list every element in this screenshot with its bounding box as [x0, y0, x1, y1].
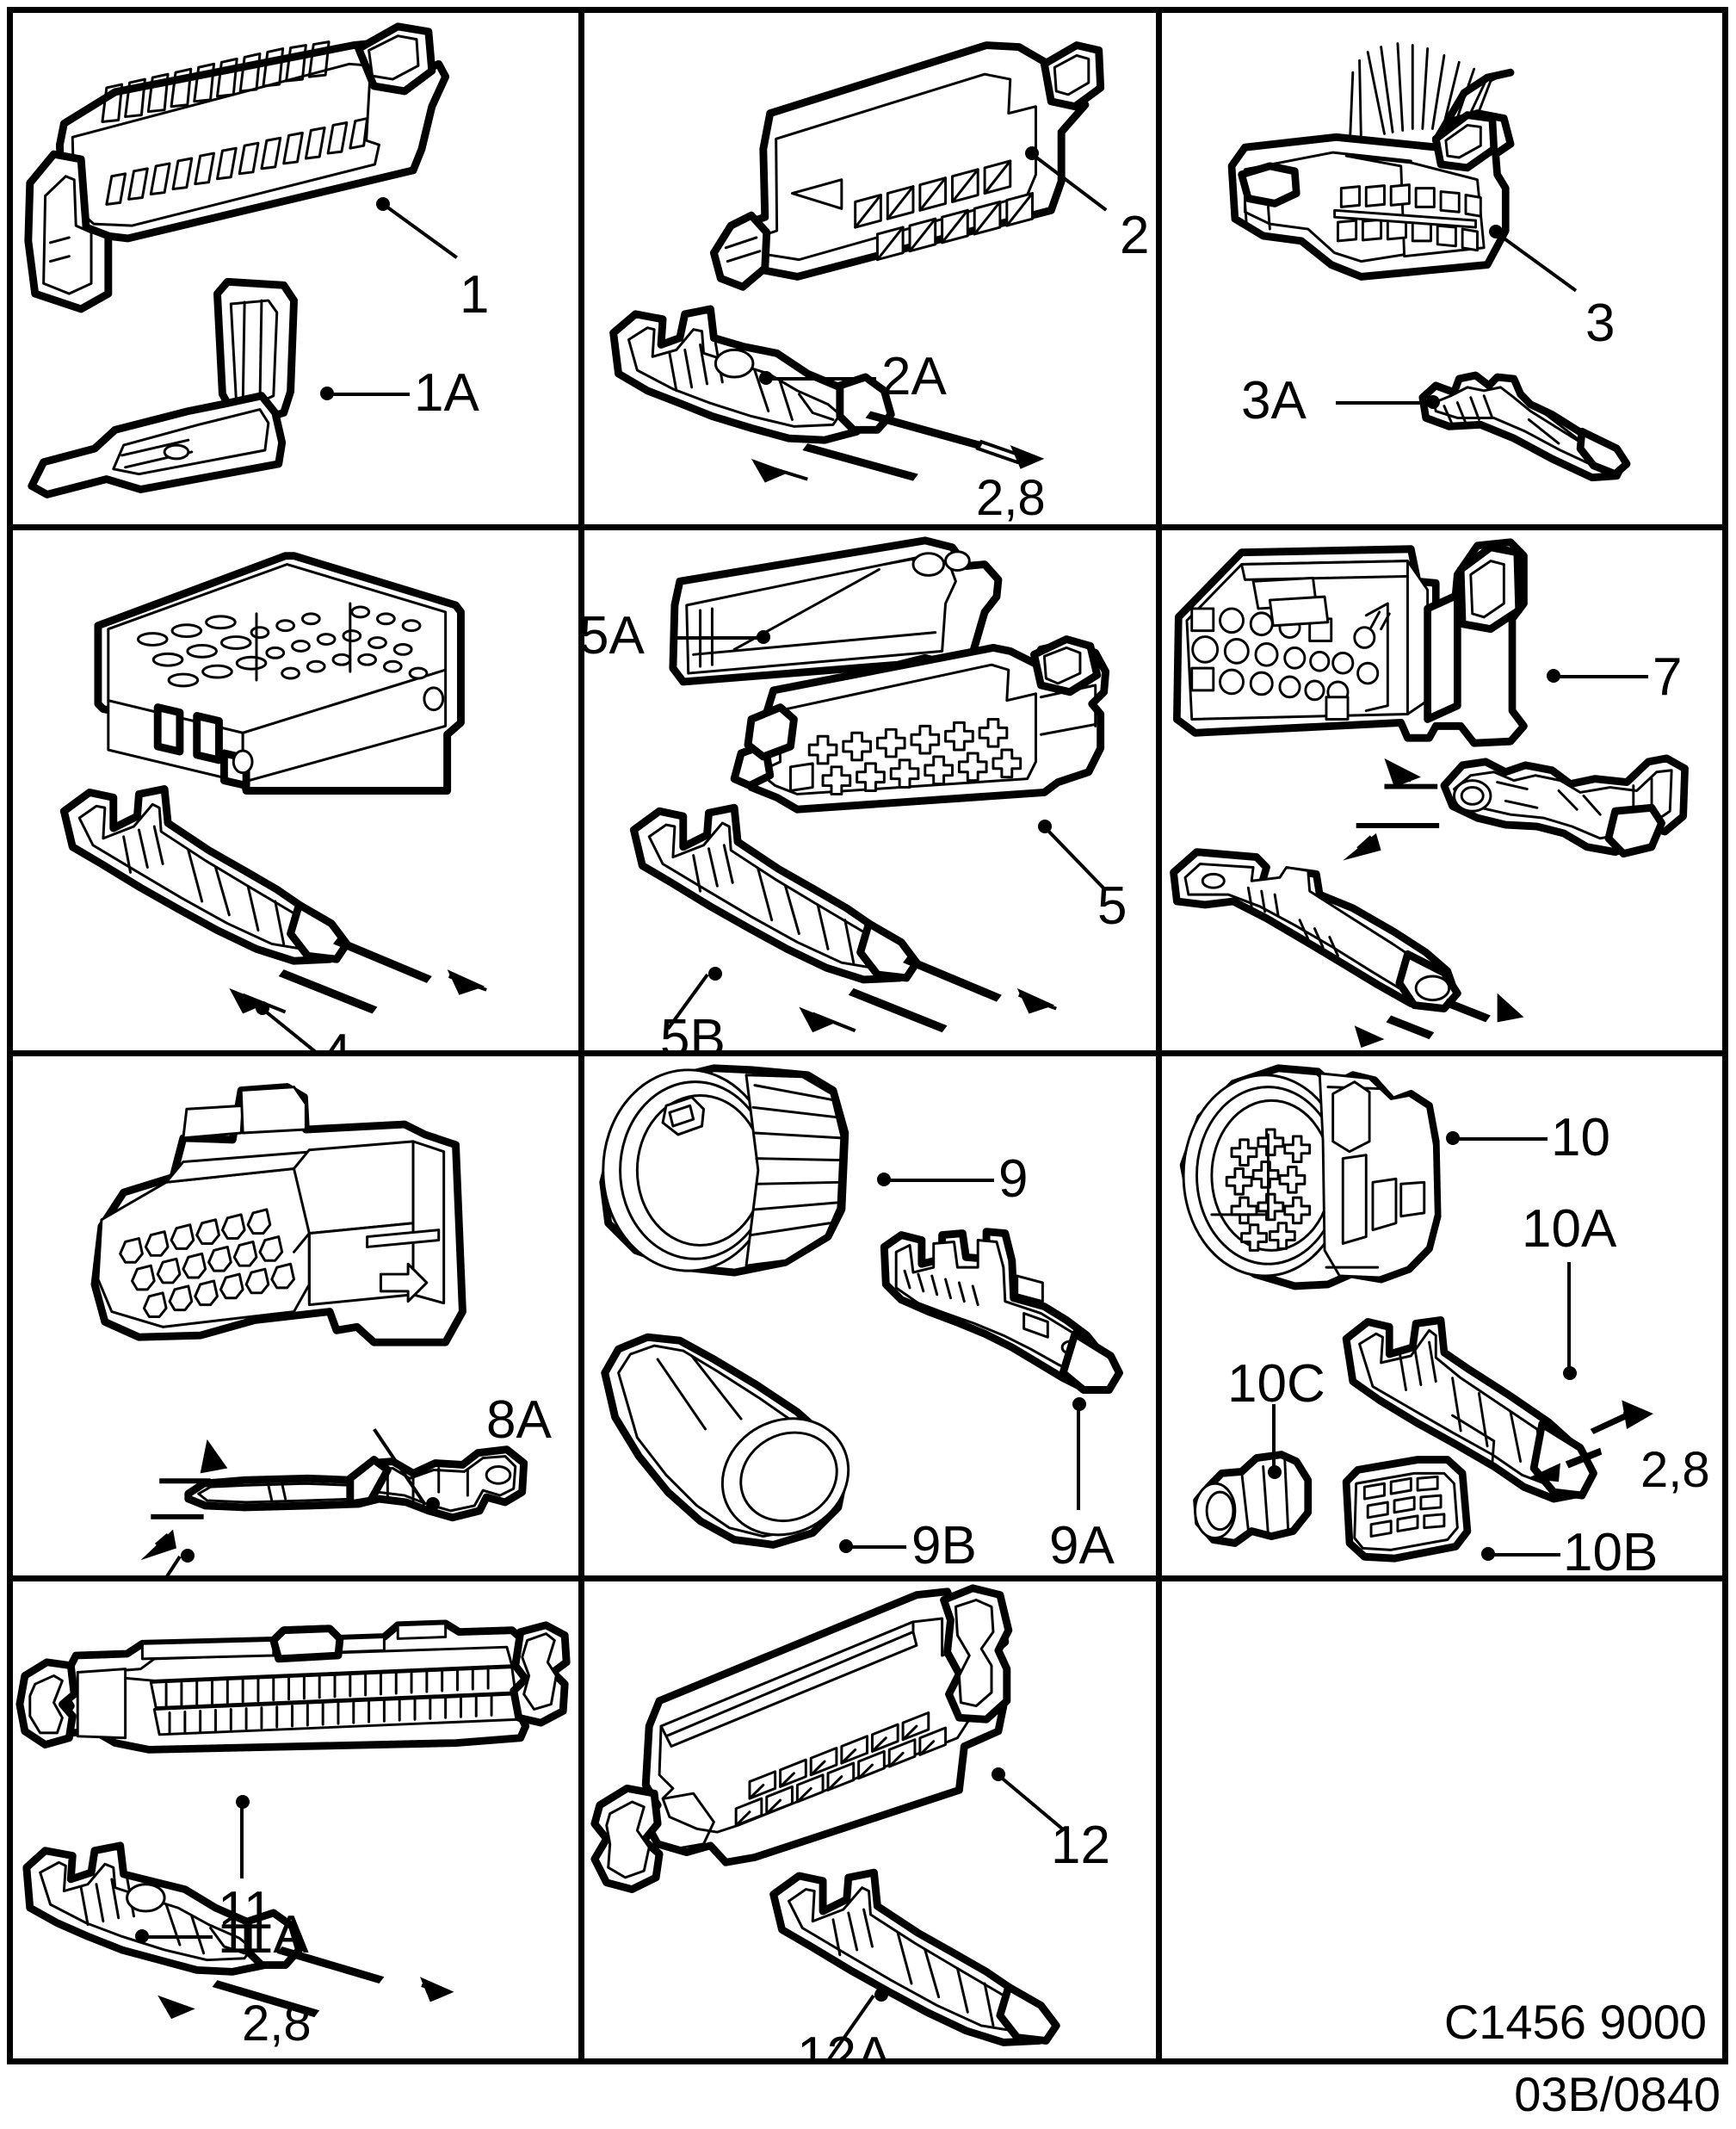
callout-2a: 2A: [881, 347, 947, 406]
dimension-2-8: 2,8: [1640, 1442, 1710, 1498]
connector-10-artwork: [1162, 1056, 1722, 1575]
callout-11: 11: [218, 1881, 274, 1940]
connector-3-artwork: [1162, 13, 1722, 524]
connector-1-artwork: [13, 13, 578, 524]
callout-10a: 10A: [1522, 1199, 1617, 1259]
leader-line-8: [135, 1555, 182, 1575]
callout-5a: 5A: [584, 606, 645, 665]
diagram-cell-7: 7 3,5 7B 7A 1,7: [1162, 530, 1722, 1056]
leader-line-8a: [373, 1428, 427, 1507]
diagram-cell-2: 2 2A 2,8: [584, 13, 1162, 530]
connector-9-artwork: [584, 1056, 1156, 1575]
diagram-cell-3: 3 3A: [1162, 13, 1722, 530]
leader-line-10c: [1272, 1404, 1276, 1473]
leader-line-11: [240, 1803, 244, 1878]
callout-8a: 8A: [486, 1390, 552, 1450]
leader-dot-9a: [1072, 1397, 1086, 1411]
footer-code: C1456 9000: [1443, 1995, 1707, 2049]
leader-line-10a: [1567, 1262, 1571, 1374]
leader-line-10b: [1488, 1553, 1560, 1557]
leader-dot-5a: [757, 630, 770, 644]
callout-7: 7: [1653, 647, 1683, 707]
callout-3: 3: [1585, 294, 1616, 353]
leader-line-3: [1494, 231, 1578, 293]
callout-9a: 9A: [1049, 1516, 1115, 1575]
dimension-2-8: 2,8: [976, 470, 1046, 526]
callout-1a: 1A: [414, 363, 479, 423]
callout-3a: 3A: [1241, 371, 1307, 430]
callout-1: 1: [460, 265, 490, 325]
connector-4-artwork: [13, 530, 578, 1050]
connector-8-artwork: [13, 1056, 578, 1575]
footer-ref: 03B/0840: [1514, 2067, 1721, 2121]
callout-4: 4: [322, 1024, 352, 1056]
leader-dot-8a: [426, 1497, 440, 1511]
callout-9: 9: [998, 1149, 1029, 1209]
connector-2-artwork: [584, 13, 1156, 524]
dimension-1-6: 1,6: [46, 1569, 115, 1576]
diagram-cell-9: 9 9B 9A: [584, 1056, 1162, 1581]
callout-5: 5: [1097, 876, 1127, 936]
leader-line-4: [261, 1007, 328, 1050]
dimension-2-8: 2,8: [242, 1996, 312, 2052]
diagram-cell-12: 12 12A: [584, 1581, 1162, 2058]
leader-line-3a: [1336, 401, 1429, 405]
callout-5b: 5B: [660, 1009, 726, 1056]
connector-7-artwork: [1162, 530, 1722, 1050]
diagram-cell-4: 4 4A 2,8: [13, 530, 584, 1056]
callout-2: 2: [1120, 206, 1150, 265]
leader-dot-3a: [1426, 395, 1440, 409]
leader-line-10: [1453, 1137, 1548, 1141]
leader-dot-11: [236, 1795, 250, 1809]
leader-dot-5b: [708, 967, 722, 981]
connector-5-artwork: [584, 530, 1156, 1050]
callout-10: 10: [1551, 1108, 1610, 1167]
diagram-cell-5: 5A 5 5B 2,8: [584, 530, 1162, 1056]
leader-dot-12a: [874, 1988, 888, 2002]
leader-line-7: [1554, 675, 1648, 678]
callout-10b: 10B: [1563, 1523, 1659, 1581]
callout-12: 12: [1051, 1816, 1110, 1875]
diagram-cell-1: 1 1A: [13, 13, 584, 530]
diagram-grid: 1 1A: [7, 7, 1728, 2064]
leader-dot-8: [181, 1549, 195, 1563]
leader-line-2a: [766, 377, 876, 381]
callout-11a: 11A: [218, 1905, 309, 1965]
connector-11-artwork: [13, 1581, 578, 2058]
diagram-cell-10: 10 10A 10C 10B 2,8: [1162, 1056, 1722, 1581]
diagram-cell-8: 8 8A 1,6: [13, 1056, 584, 1581]
leader-line-1a: [327, 393, 410, 396]
leader-line-11a: [142, 1935, 213, 1939]
leader-line-9a: [1077, 1405, 1080, 1510]
callout-12a: 12A: [797, 2027, 893, 2059]
callout-9b: 9B: [911, 1516, 977, 1575]
diagram-cell-11: 11 11A 2,8: [13, 1581, 584, 2058]
callout-10c: 10C: [1227, 1354, 1325, 1414]
leader-line-9: [884, 1179, 994, 1182]
leader-line-9b: [846, 1545, 906, 1549]
leader-line-5a: [677, 636, 760, 640]
leader-line-2: [1030, 152, 1108, 212]
leader-line-1: [381, 202, 458, 259]
diagram-cell-empty: C1456 9000: [1162, 1581, 1722, 2058]
